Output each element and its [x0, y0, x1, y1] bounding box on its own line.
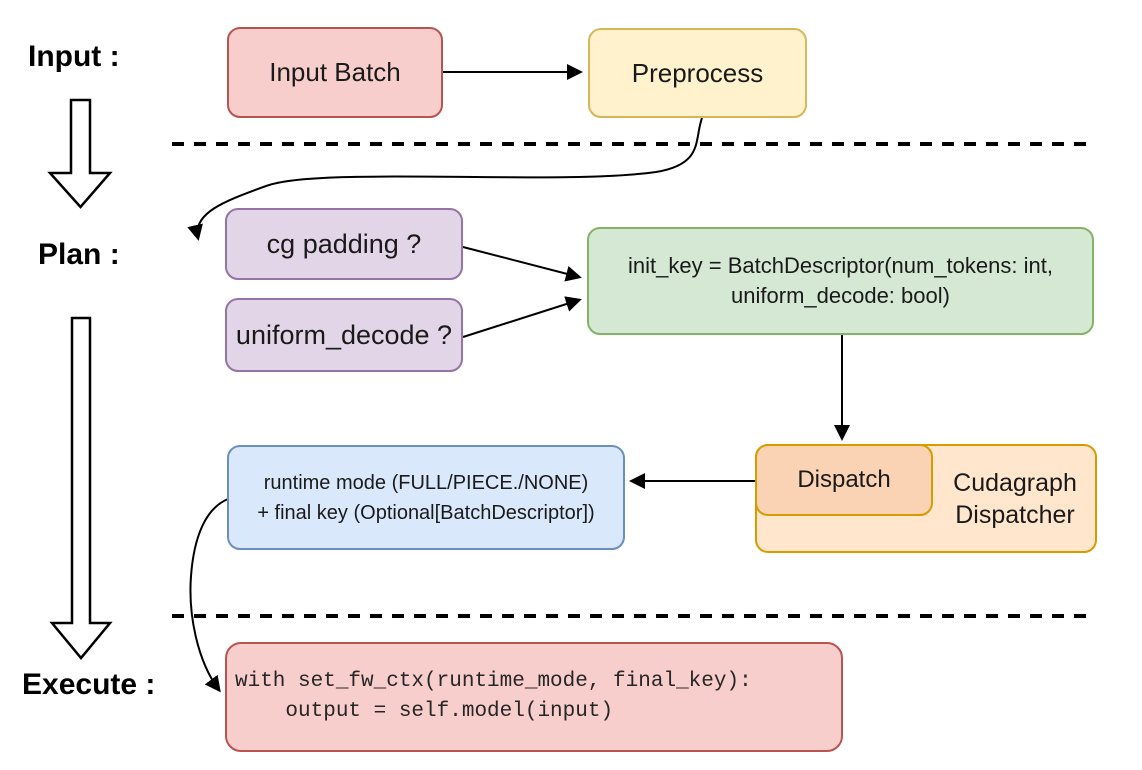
node-execute-code: with set_fw_ctx(runtime_mode, final_key)… — [225, 642, 843, 752]
block-arrow-input-to-plan-icon — [47, 98, 113, 209]
node-uniform-decode-label: uniform_decode ? — [235, 319, 453, 350]
node-cg-padding-label: cg padding ? — [266, 228, 422, 259]
edge-cg-padding-to-init-key — [462, 246, 582, 282]
node-init-key: init_key = BatchDescriptor(num_tokens: i… — [587, 227, 1094, 335]
cudagraph-dispatcher-line2: Dispatcher — [955, 500, 1075, 529]
node-cudagraph-dispatcher-label: Cudagraph Dispatcher — [933, 444, 1097, 553]
edge-preprocess-to-cg-padding — [187, 117, 703, 241]
node-preprocess-label: Preprocess — [631, 57, 764, 88]
execute-section-label: Execute : — [22, 668, 156, 701]
node-runtime-mode-line2: + final key (Optional[BatchDescriptor]) — [257, 501, 595, 524]
edge-uniform-decode-to-init-key — [462, 296, 582, 338]
node-cg-padding: cg padding ? — [225, 208, 463, 280]
execute-code-line2: output = self.model(input) — [235, 700, 614, 723]
input-section-label: Input : — [28, 40, 120, 73]
node-uniform-decode: uniform_decode ? — [225, 298, 463, 372]
execute-code-line1: with set_fw_ctx(runtime_mode, final_key)… — [235, 670, 752, 693]
plan-section-label: Plan : — [38, 238, 120, 271]
node-input-batch-label: Input Batch — [269, 57, 401, 87]
edge-runtime-mode-to-execute-code — [189, 498, 229, 693]
node-dispatch-label: Dispatch — [797, 466, 891, 493]
node-runtime-mode: runtime mode (FULL/PIECE./NONE) + final … — [227, 445, 625, 550]
block-arrow-plan-to-execute-icon — [49, 316, 113, 660]
node-preprocess: Preprocess — [588, 28, 807, 118]
node-init-key-line1: init_key = BatchDescriptor(num_tokens: i… — [628, 253, 1053, 278]
node-input-batch: Input Batch — [227, 27, 443, 118]
cudagraph-dispatcher-line1: Cudagraph — [953, 468, 1077, 497]
node-runtime-mode-line1: runtime mode (FULL/PIECE./NONE) — [263, 471, 589, 494]
node-init-key-line2: uniform_decode: bool) — [731, 283, 950, 308]
node-dispatch: Dispatch — [755, 444, 933, 516]
